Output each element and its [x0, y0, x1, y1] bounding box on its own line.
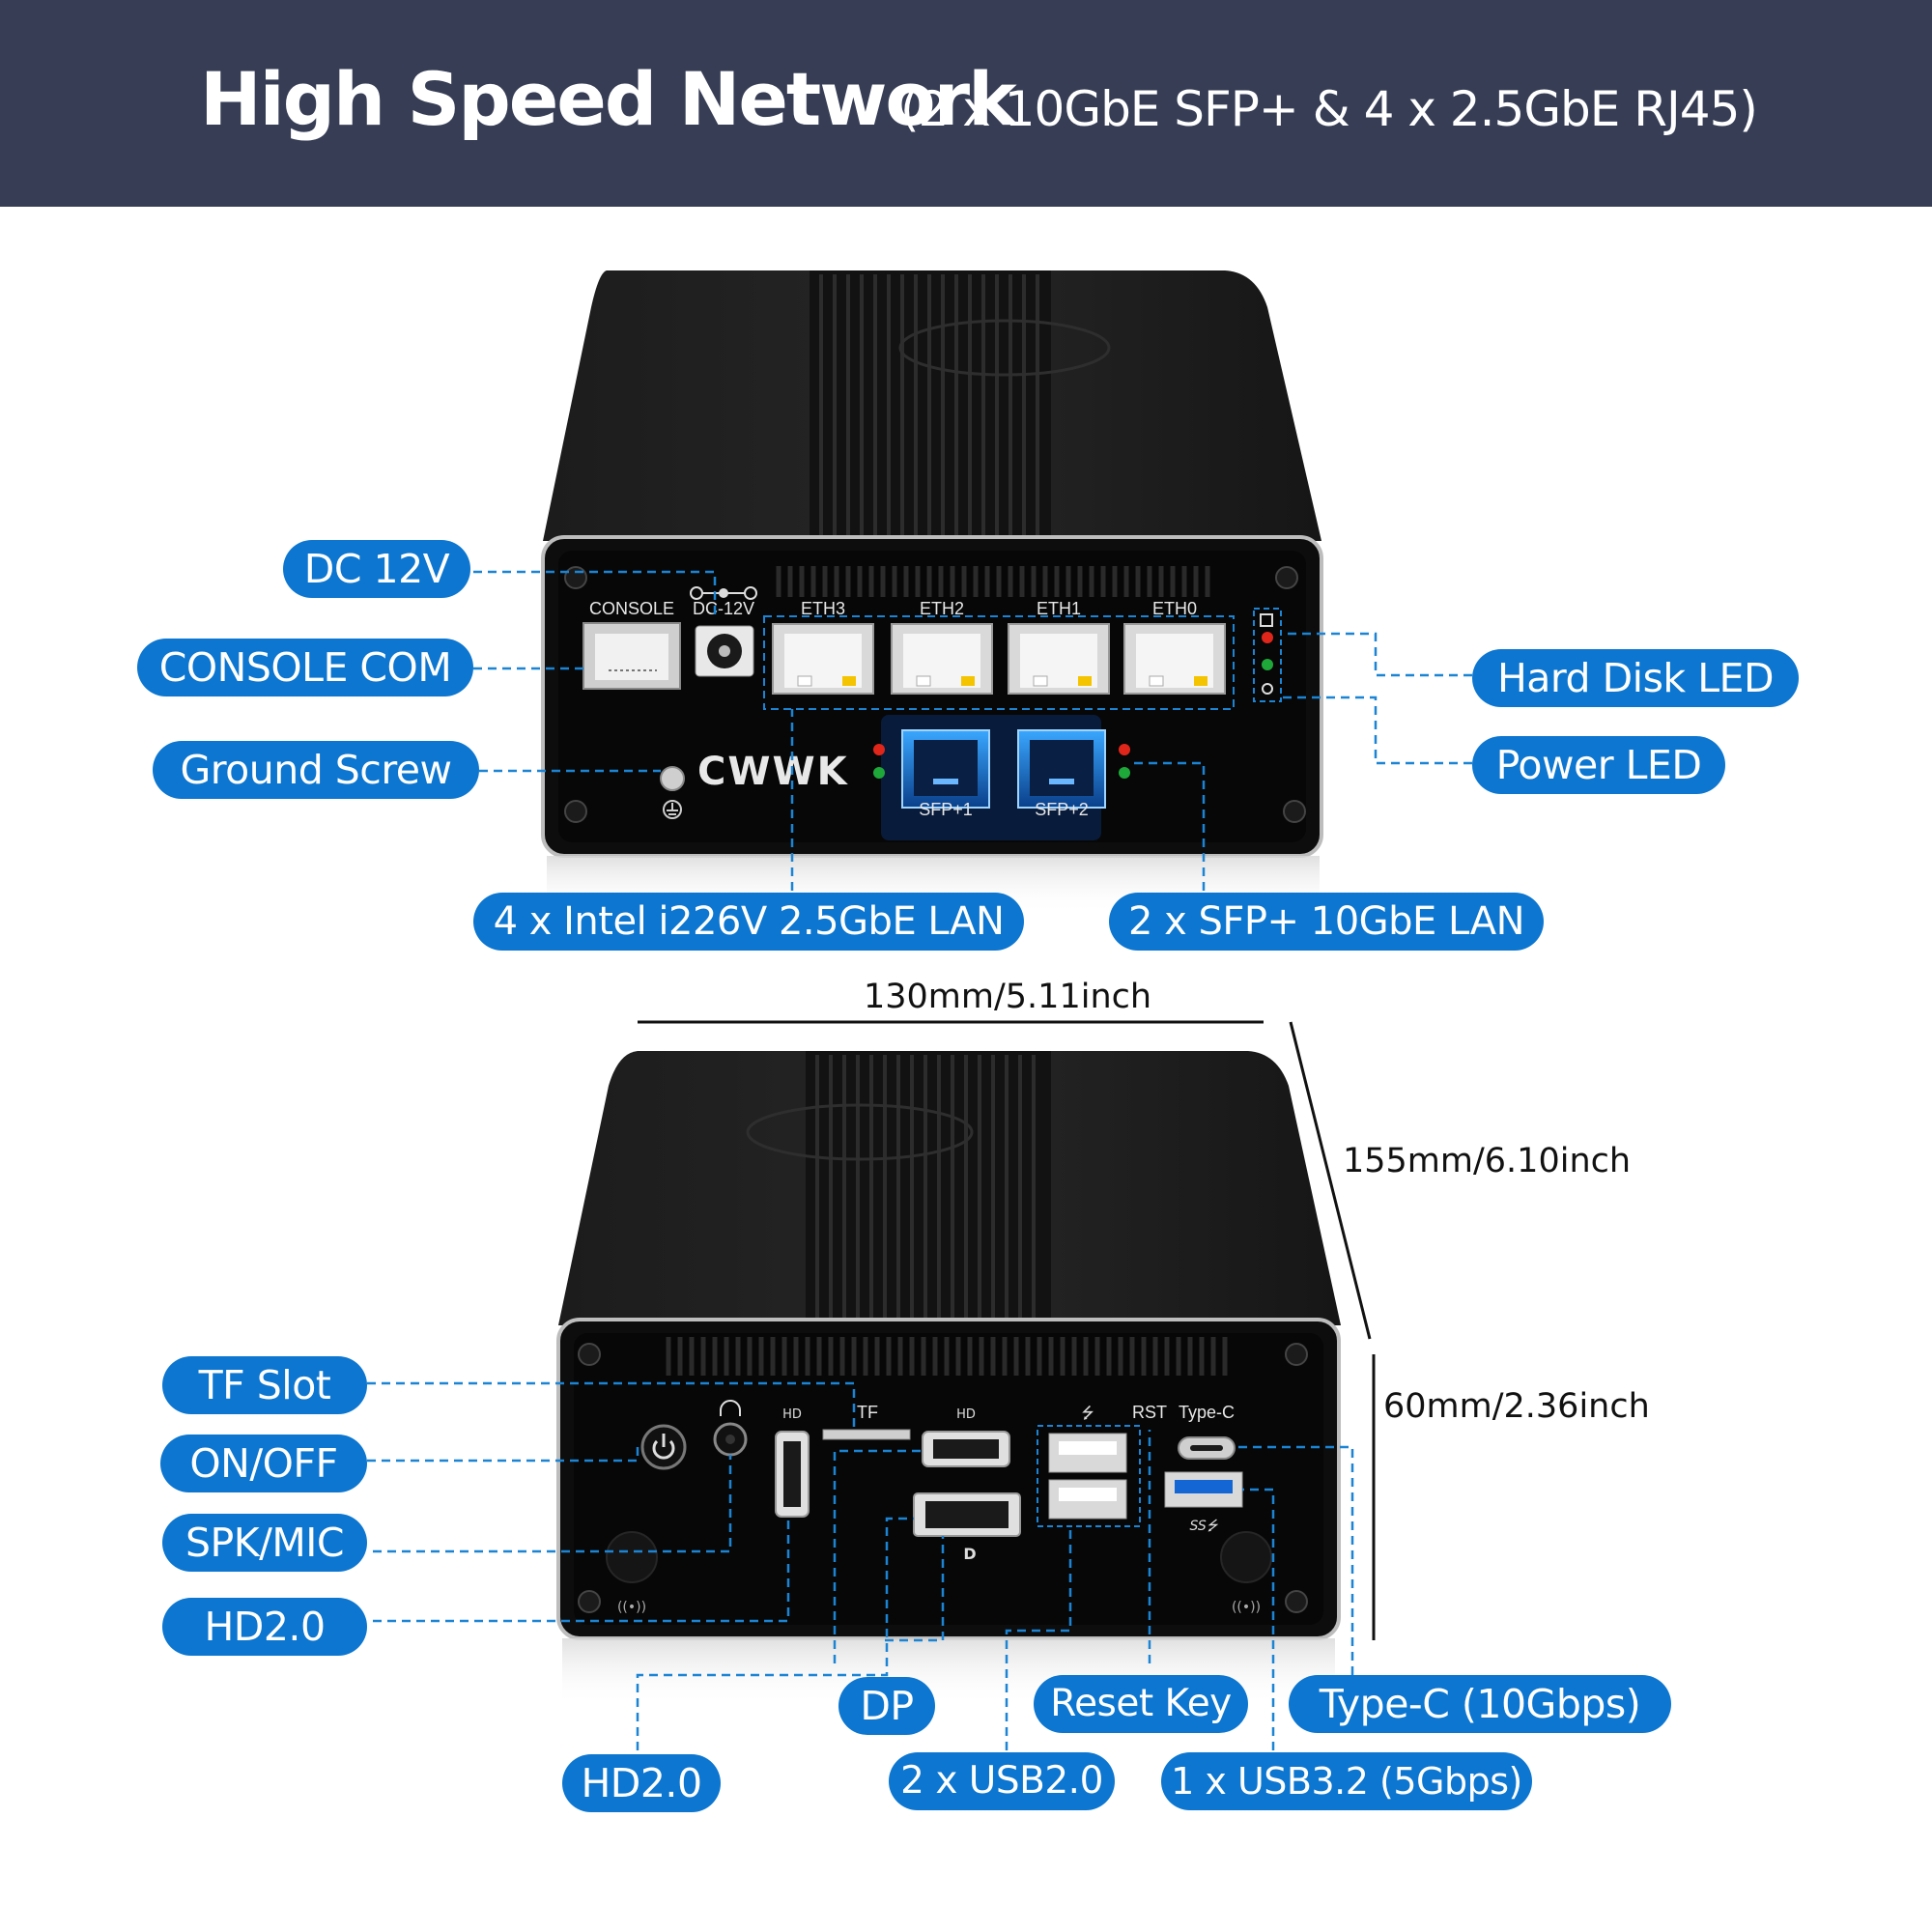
callout-on-off: ON/OFF [160, 1435, 367, 1492]
screw-icon [1283, 800, 1306, 823]
rj45-port [891, 623, 993, 695]
screw-icon [578, 1590, 601, 1613]
sfp-port [1017, 729, 1106, 809]
dimension-height: 60mm/2.36inch [1383, 1387, 1650, 1426]
console-label: CONSOLE [589, 599, 674, 618]
sfp2-label: SFP+2 [1035, 800, 1089, 819]
usb20-port [1048, 1433, 1127, 1473]
eth0-label: ETH0 [1152, 599, 1197, 618]
sfp2-led [1119, 744, 1130, 755]
callout-reset-key: Reset Key [1034, 1675, 1248, 1733]
usb-icon: ⭍ [1081, 1404, 1094, 1422]
screw-icon [1285, 1590, 1308, 1613]
power-led [1262, 659, 1273, 670]
callout-hd20-left: HD2.0 [162, 1598, 367, 1656]
dimension-width: 130mm/5.11inch [864, 978, 1152, 1016]
ground-screw-icon [660, 766, 685, 791]
headphone-icon [720, 1400, 741, 1416]
callout-spk-mic: SPK/MIC [162, 1514, 367, 1572]
sfp1-label: SFP+1 [919, 800, 973, 819]
front-panel-face [558, 551, 1306, 842]
disk-icon [1260, 613, 1273, 627]
leader-lines [367, 570, 1472, 1750]
power-led-icon [1262, 683, 1273, 695]
hdd-led [1262, 632, 1273, 643]
front-device: CONSOLE DC-12V ETH3 ETH2 ETH1 ETH0 [541, 270, 1323, 914]
dc-label: DC-12V [693, 599, 754, 618]
callout-dp: DP [838, 1677, 935, 1735]
brand-logo: CWWK [697, 750, 849, 794]
sfp2-led [1119, 767, 1130, 779]
rear-device: ((•)) ((•)) HD TF HD D [556, 1051, 1341, 1706]
eth2-label: ETH2 [920, 599, 964, 618]
callout-console-com: CONSOLE COM [137, 639, 473, 696]
callout-power-led: Power LED [1472, 736, 1725, 794]
callout-usb32: 1 x USB3.2 (5Gbps) [1161, 1752, 1532, 1810]
screw-icon [1285, 1343, 1308, 1366]
callout-usb20: 2 x USB2.0 [889, 1752, 1115, 1810]
lan-group-outline [763, 615, 1235, 710]
dimension-depth: 155mm/6.10inch [1343, 1142, 1632, 1180]
page-title: High Speed Network [200, 56, 1017, 142]
sfp-port [901, 729, 990, 809]
callout-hd20-bottom: HD2.0 [562, 1754, 721, 1812]
rj45-port [772, 623, 874, 695]
eth1-label: ETH1 [1037, 599, 1081, 618]
rear-heatsink [806, 1051, 1051, 1325]
rear-panel-face [574, 1333, 1323, 1625]
rear-vent [666, 1337, 1228, 1376]
antenna-mount [606, 1531, 658, 1583]
sfp1-led [873, 767, 885, 779]
callout-sfp-10g: 2 x SFP+ 10GbE LAN [1109, 893, 1544, 951]
hdmi-port-horizontal [922, 1431, 1010, 1467]
rj45-port [1123, 623, 1226, 695]
callout-tf-slot: TF Slot [162, 1356, 367, 1414]
screw-icon [1275, 566, 1298, 589]
power-symbol-icon [652, 1439, 675, 1460]
led-group-outline [1253, 608, 1282, 702]
usb32-port [1164, 1471, 1243, 1508]
callout-hard-disk-led: Hard Disk LED [1472, 649, 1799, 707]
rj45-port [1008, 623, 1110, 695]
screw-icon [578, 1343, 601, 1366]
type-c-label: Type-C [1179, 1403, 1235, 1422]
hdmi-icon: HD [782, 1407, 802, 1422]
callout-dc-12v: DC 12V [283, 540, 470, 598]
rst-label: RST [1132, 1403, 1167, 1422]
superspeed-icon: SS⭍ [1190, 1519, 1219, 1534]
screw-icon [564, 800, 587, 823]
wifi-icon: ((•)) [1232, 1600, 1261, 1615]
wifi-icon: ((•)) [617, 1600, 646, 1615]
displayport-icon: D [963, 1545, 976, 1563]
dc-polarity-icon [690, 586, 757, 600]
ground-symbol-icon [663, 800, 682, 819]
tf-slot [822, 1429, 911, 1440]
dc-jack [695, 625, 754, 677]
eth3-label: ETH3 [801, 599, 845, 618]
displayport-port [913, 1492, 1021, 1537]
header-banner [0, 0, 1932, 207]
front-heatsink-fins [819, 274, 1039, 537]
screw-icon [564, 566, 587, 589]
callout-type-c: Type-C (10Gbps) [1289, 1675, 1671, 1733]
hdmi-port-vertical [775, 1431, 810, 1518]
antenna-mount [1220, 1531, 1272, 1583]
usb20-group-outline [1037, 1425, 1141, 1527]
depth-dimension-line [1289, 1021, 1372, 1340]
callout-lan-2-5g: 4 x Intel i226V 2.5GbE LAN [473, 893, 1024, 951]
hdmi-icon: HD [956, 1407, 976, 1422]
console-port [582, 622, 681, 690]
callout-ground-screw: Ground Screw [153, 741, 479, 799]
rear-heatsink-fins [815, 1055, 1036, 1321]
front-vent [776, 566, 1210, 597]
page-subtitle: (2 x 10GbE SFP+ & 4 x 2.5GbE RJ45) [900, 81, 1758, 137]
usb20-port [1048, 1479, 1127, 1520]
tf-label: TF [857, 1403, 878, 1422]
sfp1-led [873, 744, 885, 755]
